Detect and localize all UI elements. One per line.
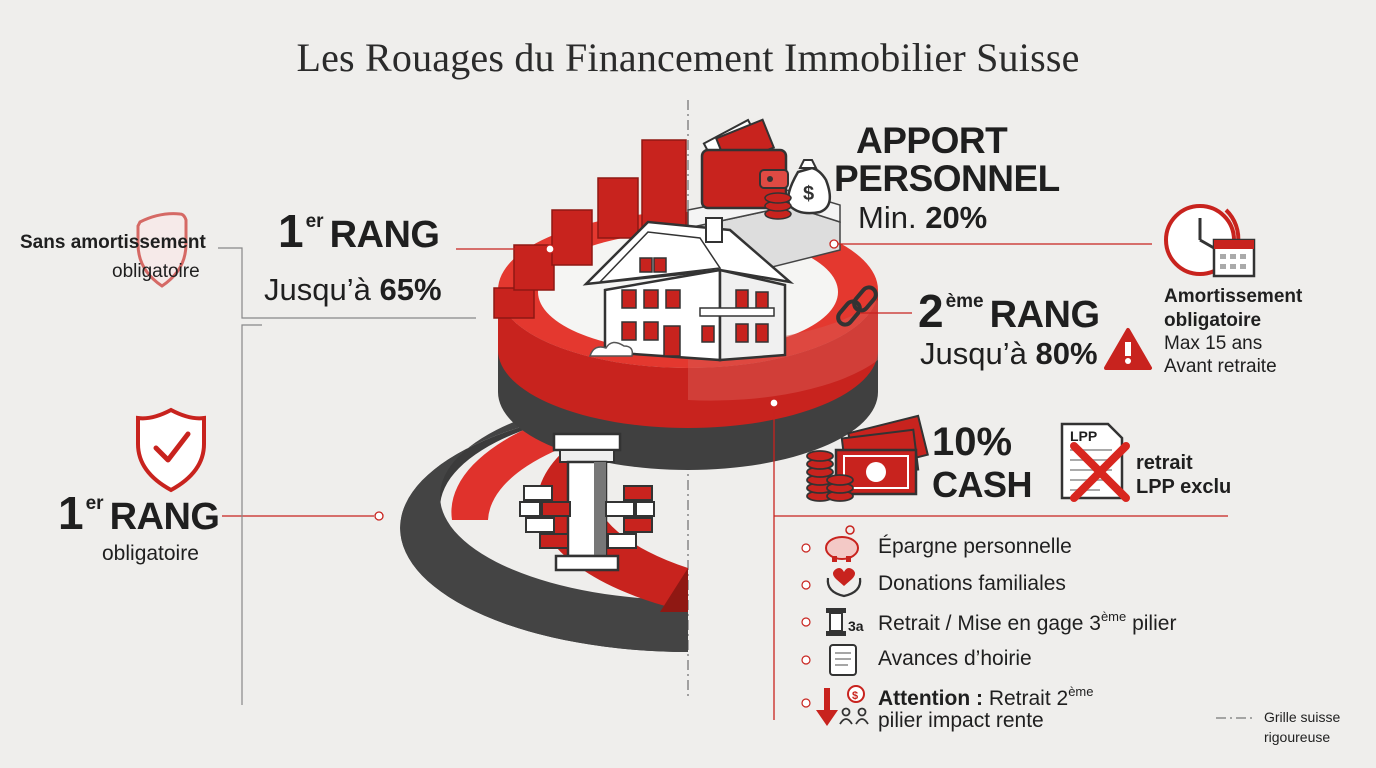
- apport-min: Min. 20%: [858, 200, 988, 235]
- coins-stack-icon: [806, 450, 854, 502]
- wallet-icon: [700, 118, 789, 210]
- source-avances: Avances d’hoirie: [878, 647, 1032, 670]
- pension-people-icon: $: [839, 685, 869, 725]
- source-donations: Donations familiales: [878, 572, 1066, 595]
- shield-check-icon: [136, 407, 206, 493]
- staircase-bars: [493, 139, 687, 319]
- cloud-icon: [588, 341, 634, 357]
- legend-line1: Grille suisse: [1264, 709, 1341, 725]
- sans-amortissement-label: Sans amortissement: [20, 232, 206, 253]
- money-bag-icon: $: [787, 159, 832, 215]
- apport-line2: PERSONNEL: [834, 158, 1060, 199]
- svg-text:$: $: [852, 690, 858, 702]
- coin-stack-icon: [764, 192, 792, 220]
- hands-heart-icon: [826, 568, 862, 598]
- source-bullets: [801, 543, 811, 708]
- amort-line2: obligatoire: [1164, 310, 1262, 331]
- pillar-3a-label: 3a: [848, 618, 864, 634]
- cash-label: CASH: [932, 464, 1033, 505]
- amort-line3: Max 15 ans: [1164, 333, 1263, 354]
- rank2-percent: Jusqu’à 80%: [920, 336, 1098, 371]
- source-epargne: Épargne personnelle: [878, 535, 1072, 558]
- apport-line1: APPORT: [856, 120, 1008, 161]
- obligatoire-top-label: obligatoire: [112, 261, 200, 282]
- legend-line2: rigoureuse: [1264, 729, 1331, 745]
- amort-line1: Amortissement: [1164, 286, 1303, 307]
- clock-calendar-icon: [1164, 204, 1256, 278]
- shield-outline-icon: [136, 212, 188, 288]
- lpp-line1: retrait: [1136, 452, 1193, 474]
- pillar-3a-icon: [826, 608, 846, 636]
- source-attention: Attention : Retrait 2ème: [878, 684, 1094, 710]
- brick-wall-right-icon: [605, 485, 655, 549]
- warning-icon: [1104, 328, 1152, 370]
- lpp-line2: LPP exclu: [1136, 476, 1232, 498]
- source-attention-line2: pilier impact rente: [878, 709, 1044, 732]
- lpp-doc-label: LPP: [1070, 428, 1098, 444]
- house-icon: [582, 217, 795, 362]
- piggy-bank-icon: [825, 525, 859, 562]
- amort-line4: Avant retraite: [1164, 356, 1277, 377]
- scroll-document-icon: [829, 644, 857, 676]
- cash-percent: 10%: [932, 420, 1013, 464]
- connector-lines: [222, 239, 1228, 720]
- down-arrow-icon: [816, 688, 838, 726]
- svg-text:$: $: [803, 183, 814, 205]
- rank1-top-percent: Jusqu’à 65%: [264, 272, 442, 307]
- brick-wall-left-icon: [519, 485, 571, 549]
- page-title: Les Rouages du Financement Immobilier Su…: [296, 35, 1080, 80]
- source-pilier: Retrait / Mise en gage 3ème pilier: [878, 609, 1177, 635]
- rank1-left-obligatoire: obligatoire: [102, 542, 199, 565]
- bracket-lines: [218, 247, 476, 705]
- lpp-document-icon: [1060, 422, 1130, 502]
- chain-link-icon: [836, 285, 878, 327]
